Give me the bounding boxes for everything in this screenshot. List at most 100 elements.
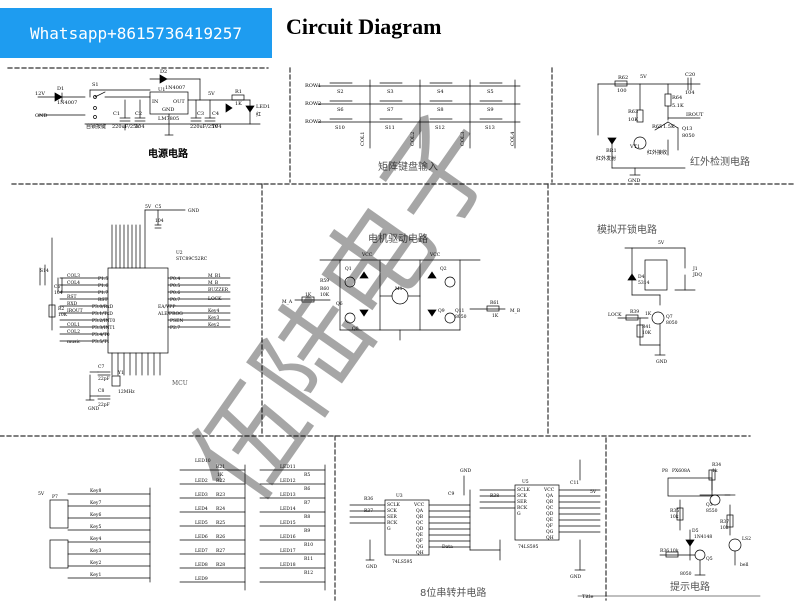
led8-label: LED8 [195,562,208,568]
c6-value: 104 [54,290,63,296]
u3-sck: SCK [387,508,398,514]
u3-qe: QE [416,532,423,538]
u5-qc: QC [546,505,554,511]
u3-vcc: VCC [413,502,425,508]
r10-label: R10 [304,542,313,548]
net-col2: COL2 [67,329,80,335]
led9-label: LED9 [195,576,208,582]
u1-gnd: GND [162,107,174,113]
key8-label: Key8 [90,488,101,494]
mcu-gnd: GND [188,208,200,214]
lock-net: LOCK [608,312,622,318]
col3-label: COL3 [460,132,466,146]
u5-qf: QF [546,523,553,529]
section-dividers [0,67,796,601]
shift-gnd-top: GND [460,468,472,474]
key7-label: Key7 [90,500,101,506]
led-column-left [179,469,246,583]
mcu-pin-psen: PSEN [170,318,183,324]
u5-sclk: SCLK [517,487,531,493]
keys-leds-circuit [49,464,326,591]
q3-value: 8550 [706,508,718,514]
infrared-labels: R62 100 5V C20 104 R63 10K R64 5.1K R65 … [596,72,750,184]
key-s13: S13 [485,125,495,131]
d5-value: 1N4148 [694,534,712,540]
u5-sck: SCK [517,493,528,499]
r35-value: 10k [670,514,679,520]
net-col4: COL4 [67,280,80,286]
led1-label: LED1 [256,104,270,110]
u1-part: LM7805 [158,116,179,122]
led4-label: LED4 [195,506,208,512]
shift-section-title: 8位串转并电路 [420,586,486,599]
mcu-5v: 5V [145,204,152,210]
net-key2: Key2 [208,322,219,328]
sw-label: S1 [92,82,99,88]
br1-value: 红外发射 [596,155,616,162]
power-gnd-label: GND [35,113,47,119]
irout-net: IROUT [686,112,704,118]
row1-label: ROW1 [305,83,321,89]
mcu-pin-rst: RST [98,297,107,303]
key-s11: S11 [385,125,395,131]
motor-labels: VCC VCC M_A M_B R59 1K R60 10K Q1 Q2 Q6 … [282,232,521,332]
mcu-section-title: MCU [172,380,188,387]
mcu-circuit [39,209,231,401]
u1-label: U1 [158,87,165,93]
led14-label: LED14 [280,506,296,512]
q2-label: Q2 [440,266,447,272]
switch-circuit [617,247,696,356]
r62-label: R62 [618,75,628,81]
q1-label: Q1 [345,266,352,272]
u5-qg: QG [546,529,554,535]
u5-ser: SER [517,499,527,505]
q7-label: Q7 [666,314,673,320]
key-s6: S6 [337,107,344,113]
r65-value: 1.5K [663,124,675,130]
net-rxd: RXD [67,301,78,307]
r6-label: R6 [304,486,310,492]
c2-value: 104 [135,124,145,130]
mcu-pin-p17: P1.7 [98,290,108,296]
r34-value: 1k [712,468,718,474]
c9-label: C9 [448,491,454,497]
c1-label: C1 [113,111,120,117]
r61-label: R61 [490,300,499,306]
u3-rck: RCK [387,520,398,526]
u2-part: STC89C52RC [176,256,208,262]
r37a-label: R37 [720,519,729,525]
power-5v-label: 5V [208,91,215,97]
u5-qd: QD [546,511,554,517]
c3-value: 220uF/25V [190,124,218,130]
u5-qb: QB [546,499,554,505]
ir-gnd: GND [628,178,640,184]
key6-label: Key6 [90,512,101,518]
r-value: 1K [217,472,224,478]
r24-label: R24 [216,506,225,512]
sw-5v: 5V [658,240,665,246]
mcu-pin-ale: ALE/PROG [157,311,183,317]
q5-value: 8050 [680,571,692,577]
power-labels: 12V GND D1 1N4007 D2 1N4007 S1 自锁按键 U1 I… [35,69,270,160]
col1-label: COL1 [360,132,366,146]
mcu-pin-t0: P3.4/T0 [92,332,110,338]
u3-qh: QH [416,550,424,556]
led6-label: LED6 [195,534,208,540]
keypad-section-title: 矩阵键盘输入 [378,160,438,173]
shift-register-circuit [349,459,601,571]
r5-label: R5 [304,472,310,478]
mcu-pin-int1: P3.3/INT1 [92,325,115,331]
r63-label: R63 [628,109,638,115]
led2-label: LED2 [195,478,208,484]
watermark: 伍陆电子 [166,91,523,525]
contact-badge: Whatsapp+8615736419257 [0,8,272,58]
r9-label: R9 [304,528,310,534]
net-music: music [67,339,81,345]
u5-qa: QA [546,493,554,499]
u1-out: OUT [173,99,185,105]
r26-label: R26 [216,534,225,540]
u3-qg: QG [416,544,424,550]
u3-part: 74LS595 [392,559,413,565]
row2-label: ROW2 [305,101,321,107]
